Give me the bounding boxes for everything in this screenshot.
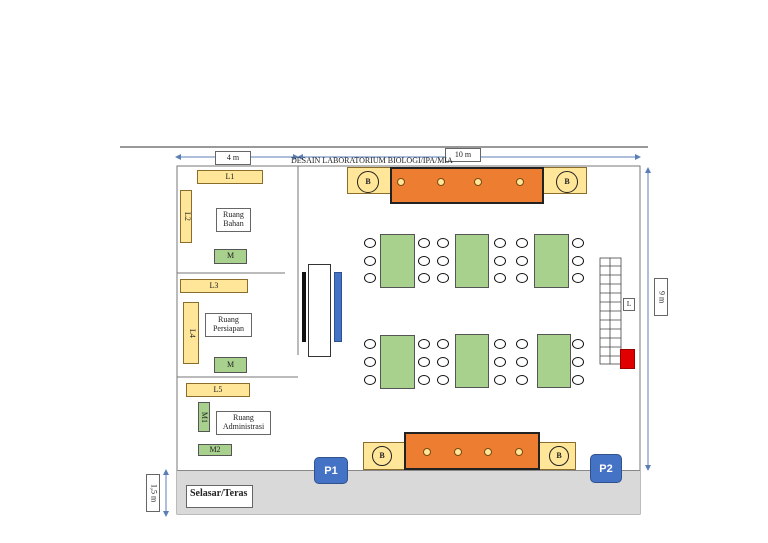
cabinet-l1: L1 [197, 170, 263, 184]
chair [437, 256, 449, 266]
chair [516, 357, 528, 367]
cabinet-l3: L3 [180, 279, 248, 293]
gas-tap [397, 178, 405, 186]
chair [572, 238, 584, 248]
locker-grid [599, 257, 622, 365]
dim-label-1-5m: 1,5 m [146, 474, 160, 512]
door-p2[interactable]: P2 [590, 454, 622, 483]
chair [516, 273, 528, 283]
room-label-selasar: Selasar/Teras [186, 485, 253, 508]
chair [494, 357, 506, 367]
whiteboard-black-bar [302, 272, 306, 342]
student-table [455, 234, 489, 288]
locker-label: L [623, 298, 635, 311]
chair [572, 339, 584, 349]
chair [494, 339, 506, 349]
dim-label-10m: 10 m [445, 148, 481, 162]
chair [494, 375, 506, 385]
chair [418, 375, 430, 385]
chair [494, 238, 506, 248]
room-label-persiapan: Ruang Persiapan [205, 313, 252, 337]
chair [516, 238, 528, 248]
table-m1: M1 [198, 402, 210, 432]
gas-tap [474, 178, 482, 186]
dim-label-4m: 4 m [215, 151, 251, 165]
door-p1[interactable]: P1 [314, 457, 348, 484]
student-table [537, 334, 571, 388]
whiteboard-frame [308, 264, 331, 357]
gas-tap [437, 178, 445, 186]
chair [364, 357, 376, 367]
chair [364, 339, 376, 349]
chair [364, 256, 376, 266]
sink-top-right: B [556, 171, 578, 193]
chair [516, 375, 528, 385]
fire-extinguisher-box [620, 349, 635, 369]
sink-bottom-left: B [372, 446, 392, 466]
room-label-administrasi: Ruang Administrasi [216, 411, 271, 435]
chair [516, 339, 528, 349]
cabinet-l5: L5 [186, 383, 250, 397]
room-label-bahan: Ruang Bahan [216, 208, 251, 232]
chair [437, 238, 449, 248]
student-table [534, 234, 569, 288]
student-table [455, 334, 489, 388]
chair [418, 238, 430, 248]
building-outline [176, 165, 641, 515]
gas-tap [515, 448, 523, 456]
whiteboard-blue-bar [334, 272, 342, 342]
chair [418, 339, 430, 349]
chair [516, 256, 528, 266]
chair [437, 273, 449, 283]
table-m2: M2 [198, 444, 232, 456]
chair [572, 256, 584, 266]
chair [494, 256, 506, 266]
table-m-bahan: M [214, 249, 247, 264]
chair [437, 375, 449, 385]
gas-tap [484, 448, 492, 456]
sink-top-left: B [357, 171, 379, 193]
diagram-title: DESAIN LABORATORIUM BIOLOGI/IPA/MIA [291, 156, 453, 165]
gas-tap [423, 448, 431, 456]
chair [572, 375, 584, 385]
gas-tap [516, 178, 524, 186]
chair [572, 357, 584, 367]
chair [572, 273, 584, 283]
chair [364, 375, 376, 385]
student-table [380, 234, 415, 288]
chair [364, 238, 376, 248]
chair [364, 273, 376, 283]
student-table [380, 335, 415, 389]
sink-bottom-right: B [549, 446, 569, 466]
terrace-area [177, 470, 640, 514]
chair [494, 273, 506, 283]
gas-tap [454, 448, 462, 456]
table-m-persiapan: M [214, 357, 247, 373]
dim-label-9m: 9 m [654, 278, 668, 316]
chair [418, 357, 430, 367]
chair [418, 273, 430, 283]
chair [437, 339, 449, 349]
cabinet-l2: L2 [180, 190, 192, 243]
cabinet-l4: L4 [183, 302, 199, 364]
chair [418, 256, 430, 266]
chair [437, 357, 449, 367]
